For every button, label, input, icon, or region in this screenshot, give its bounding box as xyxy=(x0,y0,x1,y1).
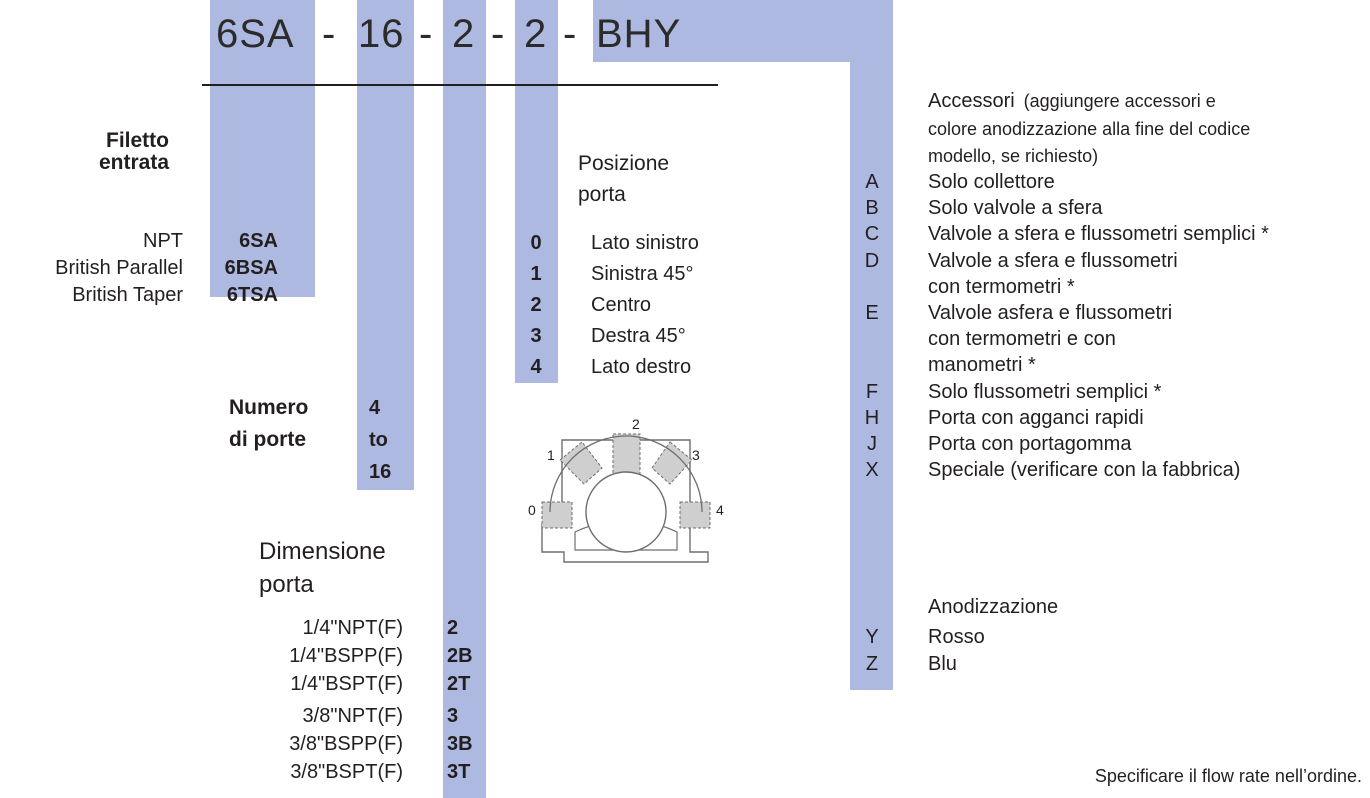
manifold-bore xyxy=(585,471,667,553)
footer-note: Specificare il flow rate nell’ordine. xyxy=(1094,766,1362,786)
port-2-shape xyxy=(612,433,641,475)
port-1-shape xyxy=(559,441,603,485)
header-underline xyxy=(202,84,718,86)
port-position-diagram: 0 1 2 3 4 xyxy=(528,416,724,563)
code-dash: - xyxy=(491,12,505,56)
accessories-title: Accessori xyxy=(928,90,1015,112)
port-size-codes: 2 2B 2T 3 3B 3T xyxy=(447,617,473,783)
position-labels: Lato sinistro Sinistra 45° Centro Destra… xyxy=(591,232,699,378)
position-title: Posizione porta xyxy=(578,152,670,206)
diagram-label-1: 1 xyxy=(547,447,555,463)
inlet-label-parallel: British Parallel xyxy=(55,257,183,279)
code-dash: - xyxy=(419,12,433,56)
port-size-title: Dimensione porta xyxy=(259,538,386,598)
inlet-title: Filetto entrata xyxy=(98,129,169,174)
code-part-ports: 16 xyxy=(358,12,405,56)
code-part-size: 2 xyxy=(452,12,476,56)
ports-title: Numero di porte xyxy=(229,396,309,451)
diagram-label-4: 4 xyxy=(716,502,724,518)
inlet-label-npt: NPT xyxy=(143,230,183,252)
accessories-note-1: (aggiungere accessori e xyxy=(1023,91,1216,111)
inlet-code-parallel: 6BSA xyxy=(224,257,278,279)
port-3-shape xyxy=(651,441,693,485)
accessories-header: Accessori (aggiungere accessori e colore… xyxy=(928,88,1250,170)
accessory-bar xyxy=(850,0,893,690)
inlet-code-npt: 6SA xyxy=(239,230,278,252)
code-part-position: 2 xyxy=(524,12,548,56)
position-codes: 0 1 2 3 4 xyxy=(530,232,542,378)
diagram-label-2: 2 xyxy=(632,416,640,432)
inlet-bar xyxy=(210,0,315,297)
ports-bar xyxy=(357,0,414,490)
diagram-label-0: 0 xyxy=(528,502,536,518)
accessory-bar-top xyxy=(593,0,850,62)
port-size-bar xyxy=(443,0,486,798)
accessories-note-2: colore anodizzazione alla fine del codic… xyxy=(928,119,1251,139)
manifold-outer-arc xyxy=(549,435,703,513)
anodizing-title: Anodizzazione xyxy=(928,596,1059,618)
code-dash: - xyxy=(322,12,336,56)
code-part-accessories: BHY xyxy=(596,12,682,56)
inlet-code-taper: 6TSA xyxy=(226,284,278,306)
port-size-labels: 1/4"NPT(F) 1/4"BSPP(F) 1/4"BSPT(F) 3/8"N… xyxy=(289,617,403,783)
code-part-series: 6SA xyxy=(216,12,295,56)
code-dash: - xyxy=(563,12,577,56)
accessories-note-3: modello, se richiesto) xyxy=(928,146,1099,166)
port-0-shape xyxy=(541,501,573,529)
diagram-label-3: 3 xyxy=(692,447,700,463)
ports-values: 4 to 16 xyxy=(369,397,392,483)
inlet-label-taper: British Taper xyxy=(72,284,183,306)
position-bar xyxy=(515,0,558,383)
port-4-shape xyxy=(679,501,711,529)
